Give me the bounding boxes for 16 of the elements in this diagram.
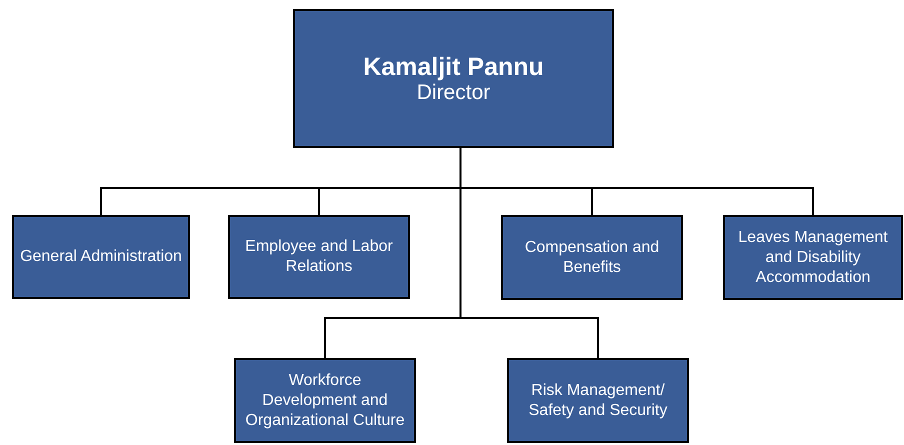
department-box	[228, 215, 410, 299]
department-name: Risk Management/ Safety and Security	[528, 380, 668, 420]
department-name: Compensation and Benefits	[524, 238, 660, 278]
connector-line	[460, 148, 599, 358]
department-box	[12, 215, 190, 299]
director-box	[293, 9, 614, 148]
department-name: Workforce Development and Organizational Culture	[244, 370, 406, 430]
department-box	[507, 358, 689, 443]
job-title: Director	[416, 80, 490, 104]
department-name: Leaves Management and Disability Accommodation	[737, 228, 889, 288]
department-box	[234, 358, 416, 443]
department-box	[723, 215, 903, 300]
department-name: General Administration	[20, 247, 182, 267]
person-name: Kamaljit Pannu	[363, 52, 544, 80]
department-box	[501, 215, 683, 300]
department-name: Employee and Labor Relations	[244, 237, 394, 277]
